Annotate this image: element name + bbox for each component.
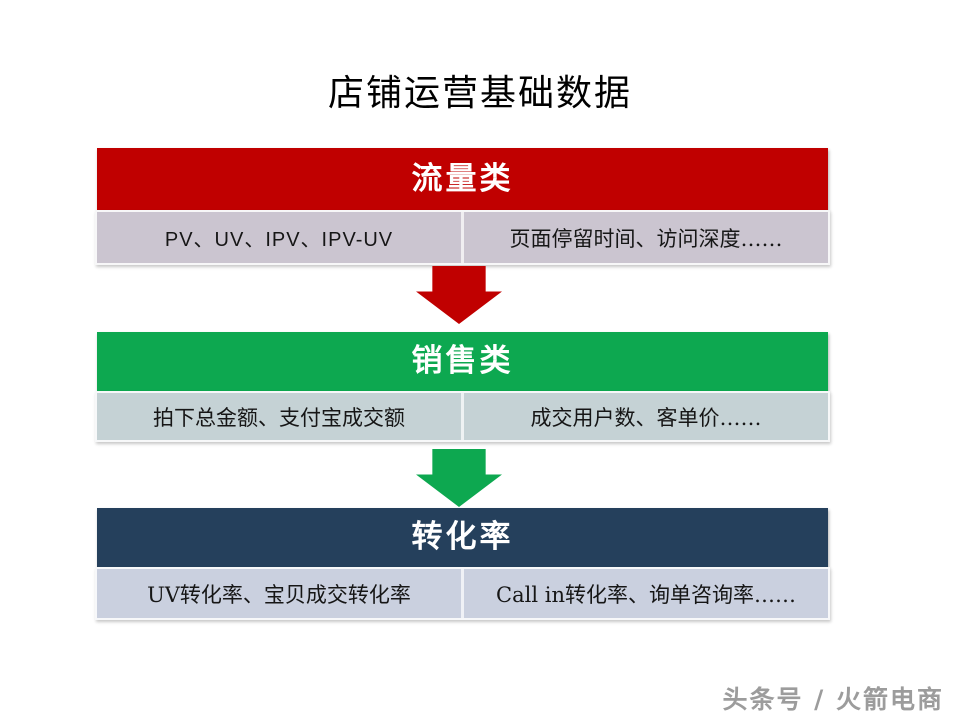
down-arrow-icon [416,266,502,324]
section-row-sales: 拍下总金额、支付宝成交额 成交用户数、客单价…… [95,391,830,442]
section-header-sales: 销售类 [97,332,828,391]
conversion-metrics-right: Call in转化率、询单咨询率…… [496,582,796,607]
traffic-metrics-right: 页面停留时间、访问深度…… [509,226,783,251]
traffic-metrics-left: PV、UV、IPV、IPV-UV [164,229,394,251]
section-row-traffic: PV、UV、IPV、IPV-UV 页面停留时间、访问深度…… [95,210,830,265]
watermark: 头条号 / 火箭电商 [722,685,944,714]
sales-metrics-right: 成交用户数、客单价…… [530,405,762,430]
cell-divider [461,393,464,440]
conversion-metrics-left: UV转化率、宝贝成交转化率 [147,582,411,607]
cell-divider [461,569,464,618]
section-header-traffic: 流量类 [97,148,828,210]
cell-divider [461,212,464,263]
sales-metrics-left: 拍下总金额、支付宝成交额 [153,405,405,430]
section-row-conversion: UV转化率、宝贝成交转化率 Call in转化率、询单咨询率…… [95,567,830,620]
page-title: 店铺运营基础数据 [327,73,632,114]
section-header-conversion: 转化率 [97,508,828,567]
down-arrow-icon [416,449,502,507]
